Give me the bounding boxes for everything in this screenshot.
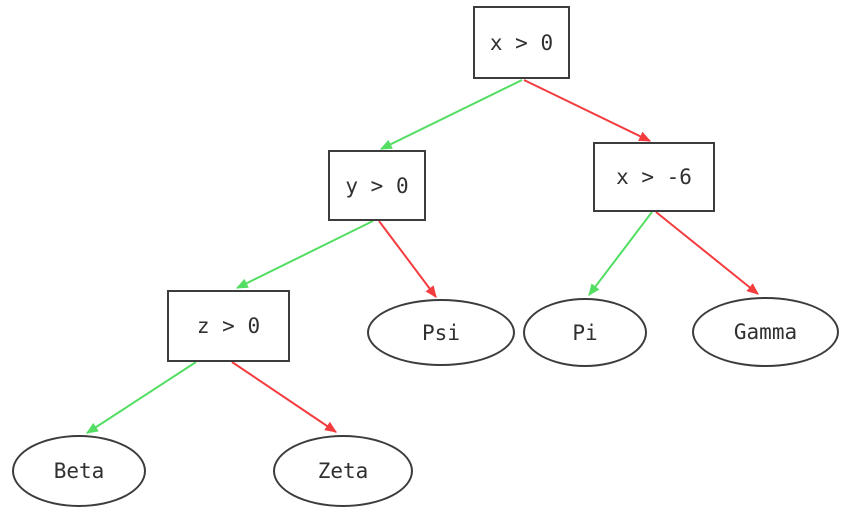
leaf-psi: Psi — [367, 299, 515, 366]
node-z-gt-0: z > 0 — [167, 290, 290, 362]
edge-z-to-beta-true — [85, 361, 197, 434]
leaf-label: Beta — [53, 459, 105, 483]
node-y-gt-0: y > 0 — [328, 150, 426, 221]
leaf-beta: Beta — [12, 435, 146, 507]
leaf-label: Zeta — [317, 459, 369, 483]
leaf-label: Psi — [422, 320, 460, 345]
edge-xm6-to-pi-true — [588, 211, 653, 296]
node-x-gt-0: x > 0 — [473, 6, 570, 79]
node-label: y > 0 — [345, 173, 409, 198]
edge-y-to-z-true — [235, 220, 374, 289]
leaf-zeta: Zeta — [273, 435, 413, 507]
leaf-label: Pi — [572, 320, 598, 345]
node-label: x > -6 — [616, 165, 692, 189]
leaf-label: Gamma — [733, 320, 798, 344]
edge-root-to-xm6-false — [523, 79, 652, 142]
node-x-gt-neg6: x > -6 — [593, 142, 715, 212]
node-label: z > 0 — [196, 314, 261, 338]
leaf-pi: Pi — [523, 298, 647, 367]
edge-root-to-y-true — [379, 79, 523, 150]
edge-y-to-psi-false — [378, 220, 437, 298]
node-label: x > 0 — [489, 30, 554, 55]
edge-z-to-zeta-false — [231, 361, 337, 433]
leaf-gamma: Gamma — [692, 297, 839, 367]
edge-xm6-to-gamma-false — [655, 211, 759, 295]
